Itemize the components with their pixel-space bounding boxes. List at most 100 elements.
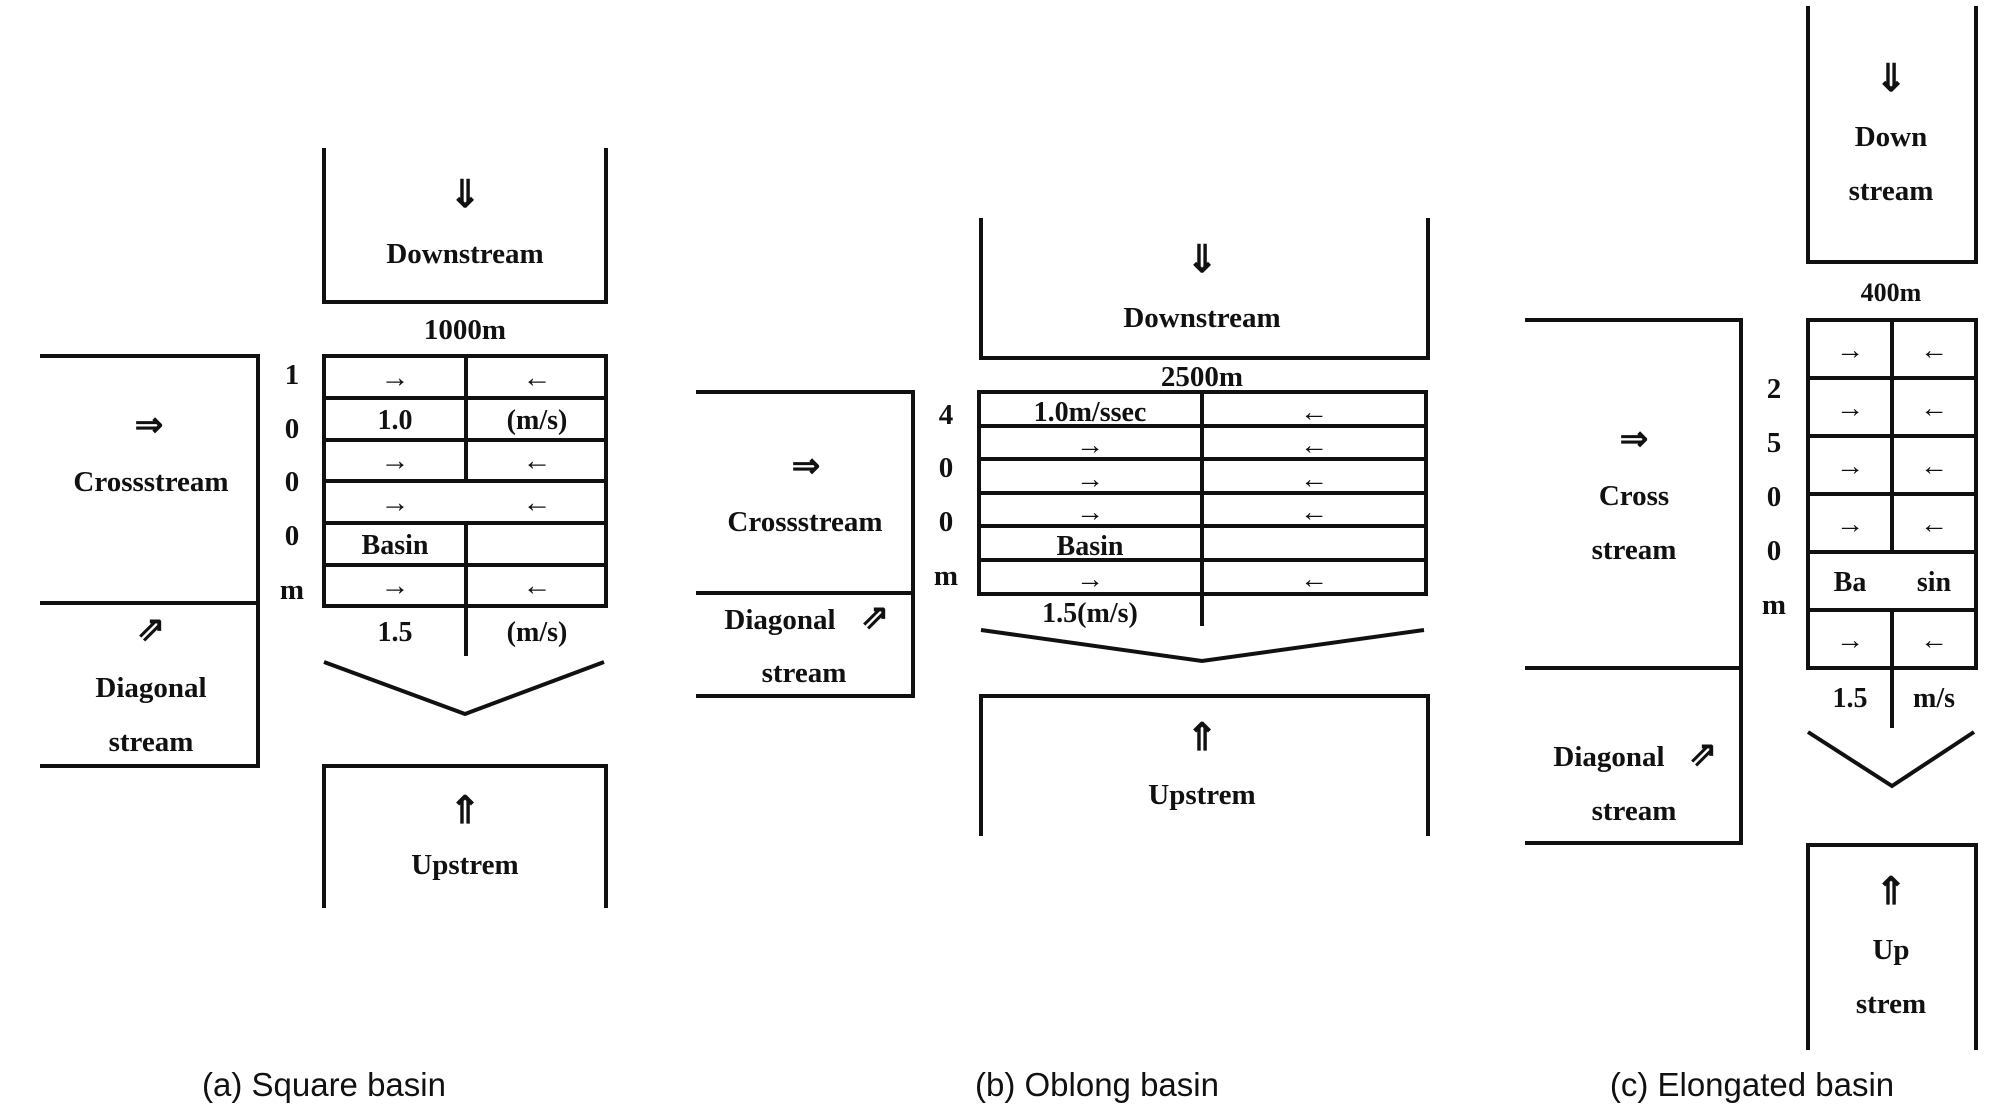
basin-cell: → xyxy=(1836,335,1864,366)
diagonal-label-line1: Diagonal xyxy=(724,604,835,636)
height-digit: 0 xyxy=(939,452,954,484)
caption-c: (c) Elongated basin xyxy=(1610,1066,1894,1103)
basin-rows-c: → ← → ← → ← → ← Ba sin → ← xyxy=(1834,335,1952,656)
basin-cell: → xyxy=(381,445,410,477)
panel-elongated-basin: ⇓ Down stream 400m ⇒ Cross stream Diagon… xyxy=(1525,6,1978,1103)
height-digit: 5 xyxy=(1767,427,1782,459)
velocity-unit: m/s xyxy=(1913,683,1955,714)
basin-cell: ← xyxy=(1920,509,1948,540)
outlet-funnel xyxy=(1806,730,1976,789)
width-label: 400m xyxy=(1861,278,1922,307)
basin-cell: ← xyxy=(523,445,552,477)
basin-cell: ← xyxy=(523,487,552,519)
height-label: 4 0 0 m xyxy=(934,399,958,592)
diagonal-label-line2: stream xyxy=(109,726,194,758)
right-arrow-icon: ⇒ xyxy=(1620,421,1649,458)
basin-cell: ← xyxy=(523,362,552,394)
velocity-value: 1.5 xyxy=(378,617,413,648)
crossstream-box-a xyxy=(40,354,260,768)
outlet-funnel xyxy=(980,628,1425,664)
basin-cell: 1.0 xyxy=(378,405,413,436)
basin-cell: ← xyxy=(1300,464,1328,495)
crossstream-box-b xyxy=(696,390,915,698)
upstream-channel-c xyxy=(1806,843,1978,1050)
basin-cell: Basin xyxy=(1057,531,1124,562)
basin-cell: ← xyxy=(1920,625,1948,656)
diagonal-label-line1: Diagonal xyxy=(1553,741,1664,773)
basin-cell: ← xyxy=(1920,393,1948,424)
basin-cell: 1.0m/ssec xyxy=(1034,397,1147,428)
upstream-label: Upstrem xyxy=(411,849,518,881)
height-digit: 1 xyxy=(285,359,300,391)
basin-cell: → xyxy=(1076,464,1104,495)
crossstream-label: Crossstream xyxy=(727,506,882,538)
downstream-channel-c xyxy=(1806,6,1978,264)
downstream-channel-b xyxy=(979,218,1430,360)
width-label: 1000m xyxy=(424,314,506,346)
diagonal-arrow-icon: ⇗ xyxy=(861,599,890,636)
height-digit: m xyxy=(1762,589,1786,621)
basin-cell: Basin xyxy=(362,530,429,561)
basin-cell: → xyxy=(1076,430,1104,461)
down-arrow-icon: ⇓ xyxy=(1875,58,1907,100)
basin-cell: → xyxy=(1836,625,1864,656)
height-digit: 2 xyxy=(1767,373,1782,405)
velocity-unit: (m/s) xyxy=(507,617,568,648)
caption-a: (a) Square basin xyxy=(202,1066,446,1103)
diagonal-arrow-icon: ⇗ xyxy=(137,611,166,648)
basin-grid-a xyxy=(322,354,608,656)
panel-square-basin: ⇓ Downstream 1000m ⇒ Crossstream ⇗ Diago… xyxy=(40,148,608,1103)
up-arrow-icon: ⇑ xyxy=(1186,717,1218,759)
height-digit: 4 xyxy=(939,399,954,431)
height-digit: 0 xyxy=(285,413,300,445)
crossstream-box-c xyxy=(1525,318,1743,845)
basin-cell: → xyxy=(1836,393,1864,424)
down-arrow-icon: ⇓ xyxy=(449,174,481,216)
right-arrow-icon: ⇒ xyxy=(135,407,164,444)
height-digit: 0 xyxy=(1767,481,1782,513)
basin-rows-b: 1.0m/ssec ← → ← → ← → ← Basin → ← xyxy=(1034,397,1328,595)
outlet-funnel xyxy=(323,660,605,717)
downstream-label-line2: stream xyxy=(1849,175,1934,207)
up-arrow-icon: ⇑ xyxy=(449,790,481,832)
basin-cell: → xyxy=(1836,509,1864,540)
basin-cell: ← xyxy=(1920,451,1948,482)
height-label: 1 0 0 0 m xyxy=(280,359,304,606)
downstream-channel-a xyxy=(322,148,608,304)
height-digit: m xyxy=(934,560,958,592)
diagonal-label-line2: stream xyxy=(762,657,847,689)
basin-cell: → xyxy=(381,362,410,394)
upstream-label-line1: Up xyxy=(1872,934,1909,966)
velocity-value: 1.5(m/s) xyxy=(1042,598,1138,629)
height-label: 2 5 0 0 m xyxy=(1762,373,1786,621)
downstream-label: Downstream xyxy=(386,238,543,270)
height-digit: 0 xyxy=(1767,535,1782,567)
diagonal-label-line2: stream xyxy=(1592,795,1677,827)
panel-oblong-basin: ⇓ Downstream 2500m ⇒ Crossstream Diagona… xyxy=(696,218,1430,1103)
basin-cell: ← xyxy=(1300,397,1328,428)
upstream-label-line2: strem xyxy=(1856,988,1926,1020)
down-arrow-icon: ⇓ xyxy=(1186,239,1218,281)
basin-cell: ← xyxy=(1300,497,1328,528)
basin-rows-a: → ← 1.0 (m/s) → ← → ← Basin → ← xyxy=(362,362,568,602)
right-arrow-icon: ⇒ xyxy=(792,448,821,485)
basin-cell: Ba xyxy=(1834,567,1867,598)
height-digit: m xyxy=(280,574,304,606)
diagonal-arrow-icon: ⇗ xyxy=(1689,736,1718,773)
diagonal-label-line1: Diagonal xyxy=(95,672,206,704)
crossstream-label: Crossstream xyxy=(73,466,228,498)
downstream-label: Downstream xyxy=(1123,302,1280,334)
velocity-value: 1.5 xyxy=(1833,683,1868,714)
basin-cell: ← xyxy=(1300,564,1328,595)
basin-grid-b xyxy=(977,390,1428,626)
basin-cell: ← xyxy=(1300,430,1328,461)
basin-cell: sin xyxy=(1917,567,1952,598)
basin-cell: (m/s) xyxy=(507,405,568,436)
basin-cell: ← xyxy=(1920,335,1948,366)
basin-cell: → xyxy=(1076,497,1104,528)
height-digit: 0 xyxy=(285,520,300,552)
crossstream-label-line1: Cross xyxy=(1599,480,1669,512)
upstream-label: Upstrem xyxy=(1148,779,1255,811)
basin-cell: ← xyxy=(523,570,552,602)
